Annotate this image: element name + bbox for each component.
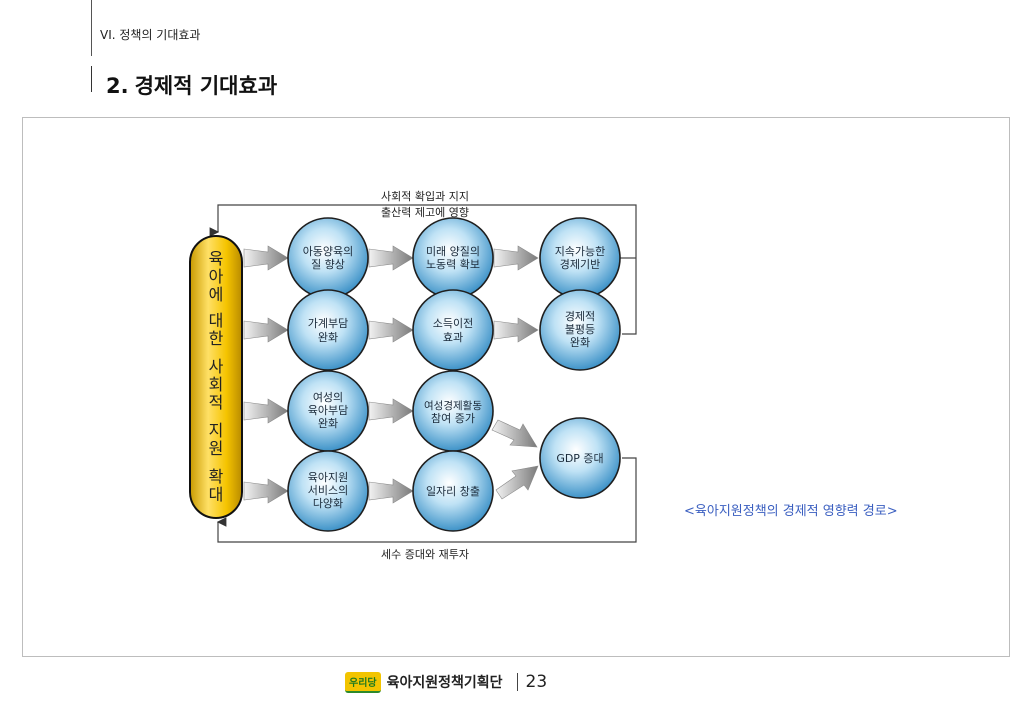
arrow-bar-r3 [243, 398, 289, 424]
node-r3c1: 여성의 육아부담 완화 [287, 370, 369, 452]
feedback-loop-bottom [216, 457, 637, 543]
footer-divider [516, 673, 518, 691]
bar-char: 육 [209, 249, 224, 268]
party-logo: 우리당 [345, 671, 381, 693]
bottom-label: 세수 증대와 재투자 [381, 548, 469, 561]
bar-char: 지 [209, 421, 224, 440]
section-label: VI. 정책의 기대효과 [100, 28, 201, 42]
title-text: 경제적 기대효과 [134, 74, 278, 98]
top-label-1: 사회적 확입과 지지 [381, 190, 469, 203]
figure-caption: <육아지원정책의 경제적 영향력 경로> [684, 504, 898, 519]
node-r4c1: 육아지원 서비스의 다양화 [287, 450, 369, 532]
bar-char: 회 [209, 375, 224, 394]
arrow-r4-to-gdp [495, 465, 539, 500]
node-text: GDP 증대 [556, 452, 603, 465]
node-text: 일자리 창출 [426, 484, 480, 498]
arrow-r2-c1c2 [368, 317, 414, 343]
arrow-r3-to-gdp [491, 419, 538, 448]
bar-char: 에 [209, 285, 224, 304]
node-r2c3: 경제적 불평등 완화 [539, 289, 621, 371]
node-text: 효과 [443, 331, 463, 344]
node-text: 경제기반 [560, 258, 600, 271]
social-support-bar [189, 235, 243, 519]
node-text: 육아부담 [308, 404, 348, 417]
node-r1c2: 미래 양질의 노동력 확보 [412, 217, 494, 299]
node-text: 질 향상 [311, 258, 345, 271]
arrow-bar-r4 [243, 478, 289, 504]
node-r4c2: 일자리 창출 [412, 450, 494, 532]
node-text: 육아지원 [308, 471, 348, 484]
bar-char: 대 [209, 311, 224, 330]
title-number: 2. [106, 74, 129, 98]
top-label-2: 출산력 제고에 영향 [381, 206, 469, 219]
bar-char: 아 [209, 267, 224, 286]
header-rule-title [91, 66, 92, 92]
node-text: 다양화 [313, 497, 343, 510]
node-text: 지속가능한 [555, 245, 606, 258]
arrow-bar-r2 [243, 317, 289, 343]
arrow-bar-r1 [243, 245, 289, 271]
bar-char: 적 [209, 393, 224, 412]
social-support-bar-text: 육 아 에 대 한 사 회 적 지 원 확 대 [209, 249, 224, 504]
node-text: 여성의 [313, 391, 343, 404]
node-r1c1: 아동양육의 질 향상 [287, 217, 369, 299]
footer: 우리당 육아지원정책기획단 23 [345, 671, 547, 693]
flow-arrows [243, 245, 539, 504]
node-text: 서비스의 [308, 484, 348, 497]
node-text: 완화 [318, 417, 338, 430]
node-text: 불평등 [565, 323, 595, 336]
node-gdp: GDP 증대 [539, 417, 621, 499]
bar-char: 사 [209, 357, 224, 376]
arrow-r1-c2c3 [493, 245, 539, 271]
node-r2c2: 소득이전 효과 [412, 289, 494, 371]
node-r3c2: 여성경제활동 참여 증가 [412, 370, 494, 452]
node-text: 참여 증가 [431, 412, 475, 425]
node-text: 여성경제활동 [424, 399, 482, 412]
node-text: 완화 [570, 336, 590, 349]
arrow-r3-c1c2 [368, 398, 414, 424]
bar-char: 한 [209, 329, 224, 348]
node-text: 아동양육의 [303, 245, 354, 258]
header-rule-top [91, 0, 92, 56]
feedback-loop-top [209, 204, 637, 335]
node-text: 경제적 [565, 310, 595, 323]
page-number: 23 [525, 672, 548, 692]
arrow-r4-c1c2 [368, 478, 414, 504]
figure-frame [22, 117, 1010, 657]
arrow-r1-c1c2 [368, 245, 414, 271]
node-text: 완화 [318, 331, 338, 344]
node-r2c1: 가계부담 완화 [287, 289, 369, 371]
node-text: 노동력 확보 [426, 258, 480, 271]
bar-char: 원 [209, 439, 224, 458]
arrow-r2-c2c3 [493, 317, 539, 343]
footer-org: 육아지원정책기획단 [386, 675, 503, 691]
node-text: 미래 양질의 [426, 245, 480, 258]
bar-char: 대 [209, 485, 224, 504]
page-title: 2.경제적 기대효과 [106, 70, 277, 100]
node-text: 소득이전 [433, 317, 473, 330]
bar-char: 확 [209, 467, 224, 486]
node-text: 가계부담 [308, 317, 348, 330]
node-r1c3: 지속가능한 경제기반 [539, 217, 621, 299]
